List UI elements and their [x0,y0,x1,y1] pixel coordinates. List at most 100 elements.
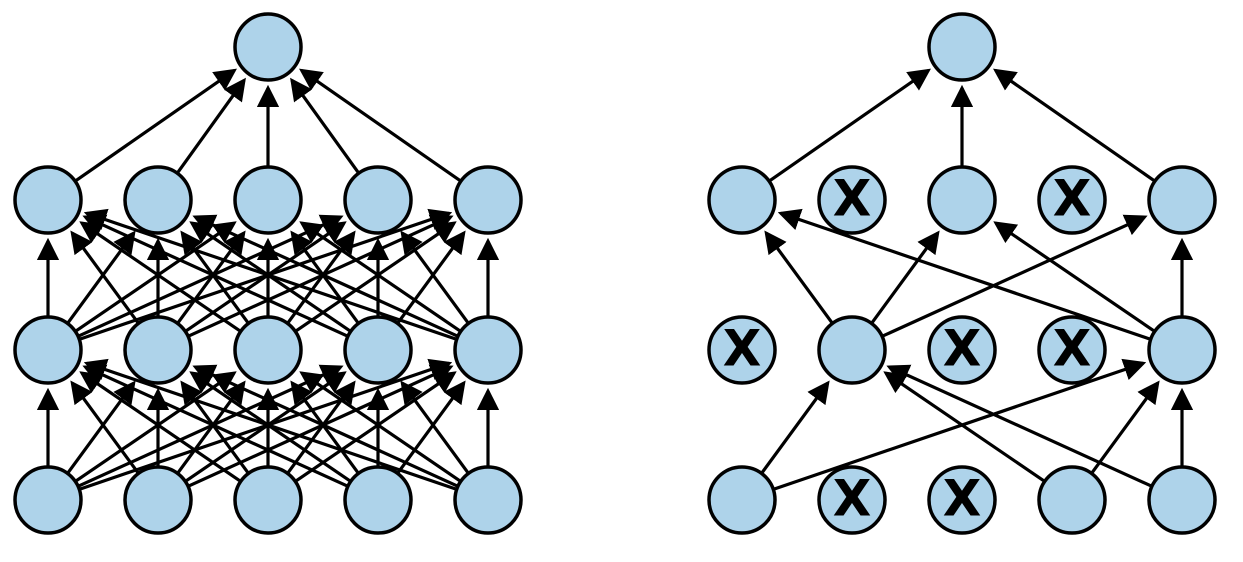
drop-mark: X [723,320,762,378]
neuron [453,465,523,535]
connection-arrow [290,77,361,175]
standard-network-edges [36,68,500,491]
connection-arrow [192,364,459,488]
connection-arrow [176,380,246,475]
neuron-circle [707,315,777,385]
neuron [233,165,303,235]
connection-arrow [1090,380,1160,475]
connection-arrow [396,230,466,325]
dropped-neuron: X [817,165,887,235]
neuron [927,12,997,82]
dropped-neuron: X [817,465,887,535]
dropped-neuron: X [1037,165,1107,235]
connection-arrow [70,380,140,475]
drop-mark: X [833,470,872,528]
neuron-circle [343,165,413,235]
dropped-neuron: X [927,315,997,385]
connection-arrow [400,230,470,325]
drop-mark: X [943,470,982,528]
neuron [1147,165,1217,235]
standard-network-nodes [13,12,523,535]
neuron-circle [927,465,997,535]
neuron-circle [927,165,997,235]
neuron-circle [1037,315,1107,385]
neuron-circle [123,165,193,235]
neuron [707,465,777,535]
drop-mark: X [833,170,872,228]
connection-arrow [290,230,360,325]
connection-arrow [66,380,136,475]
connection-arrow [83,358,458,491]
connection-arrow [993,221,1156,333]
connection-arrow [777,208,1152,341]
connection-arrow [82,214,349,338]
neuron-circle [817,165,887,235]
connection-arrow [286,380,356,475]
neuron-circle [233,165,303,235]
neuron [343,315,413,385]
neuron-circle [707,465,777,535]
neuron [707,165,777,235]
neuron-circle [1037,165,1107,235]
connection-arrow [299,221,462,333]
neuron [1037,465,1107,535]
neuron-circle [123,315,193,385]
neuron-circle [817,315,887,385]
connection-arrow [299,371,462,483]
neuron [123,315,193,385]
neuron-circle [1147,315,1217,385]
neuron-circle [233,315,303,385]
connection-arrow [176,230,246,325]
connection-arrow [396,380,466,475]
connection-arrow [400,380,470,475]
neuron [13,165,83,235]
standard-network [13,12,523,535]
connection-arrow [79,221,242,333]
connection-arrow [66,230,136,325]
neuron-circle [453,465,523,535]
neuron-circle [343,315,413,385]
neuron [1147,315,1217,385]
drop-mark: X [943,320,982,378]
connection-arrow [993,68,1156,183]
connection-arrow [772,358,1147,491]
connection-arrow [768,68,931,183]
neuron-circle [233,465,303,535]
neuron-circle [927,315,997,385]
neuron-circle [13,465,83,535]
neuron [13,315,83,385]
neuron-circle [1147,165,1217,235]
connection-arrow [290,380,360,475]
neuron [453,315,523,385]
neuron [453,165,523,235]
connection-arrow [886,364,1153,488]
neuron [233,465,303,535]
connection-arrow [83,208,458,341]
dropout-network-nodes: X X X X X X X [707,12,1217,535]
connection-arrow [883,371,1046,483]
neuron [1147,465,1217,535]
neuron-circle [817,465,887,535]
connection-arrow [192,214,459,338]
connection-arrow [286,230,356,325]
connection-arrow [82,364,349,488]
connection-arrow [74,68,237,183]
neuron-circle [707,165,777,235]
neuron-circle [343,465,413,535]
connection-arrow [175,77,246,175]
dropout-network: X X X X X X X [707,12,1217,535]
neuron-circle [1037,465,1107,535]
connection-arrow [70,230,140,325]
connection-arrow [870,230,940,325]
neuron-circle [453,165,523,235]
neuron [233,12,303,82]
neuron [343,165,413,235]
connection-arrow [760,380,830,475]
drop-mark: X [1053,320,1092,378]
drop-mark: X [1053,170,1092,228]
dropped-neuron: X [707,315,777,385]
neuron-circle [1147,465,1217,535]
neuron [343,465,413,535]
dropout-network-edges [760,68,1194,491]
